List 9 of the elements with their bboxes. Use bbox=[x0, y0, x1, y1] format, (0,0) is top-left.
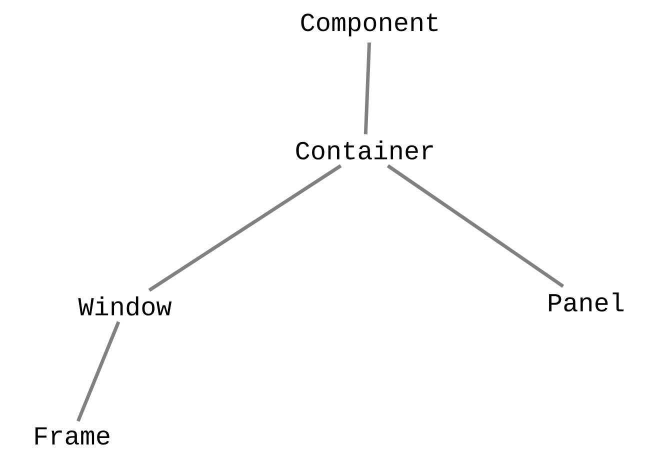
class-label: Component bbox=[301, 14, 438, 36]
connector-line bbox=[386, 164, 564, 288]
connector-line bbox=[76, 321, 120, 422]
class-label: Container bbox=[296, 140, 433, 160]
connector-line bbox=[148, 164, 342, 292]
connector-line bbox=[364, 42, 372, 134]
class-label: Panel bbox=[549, 292, 624, 312]
class-label: Frame bbox=[35, 427, 110, 445]
class-label: Window bbox=[78, 296, 172, 316]
